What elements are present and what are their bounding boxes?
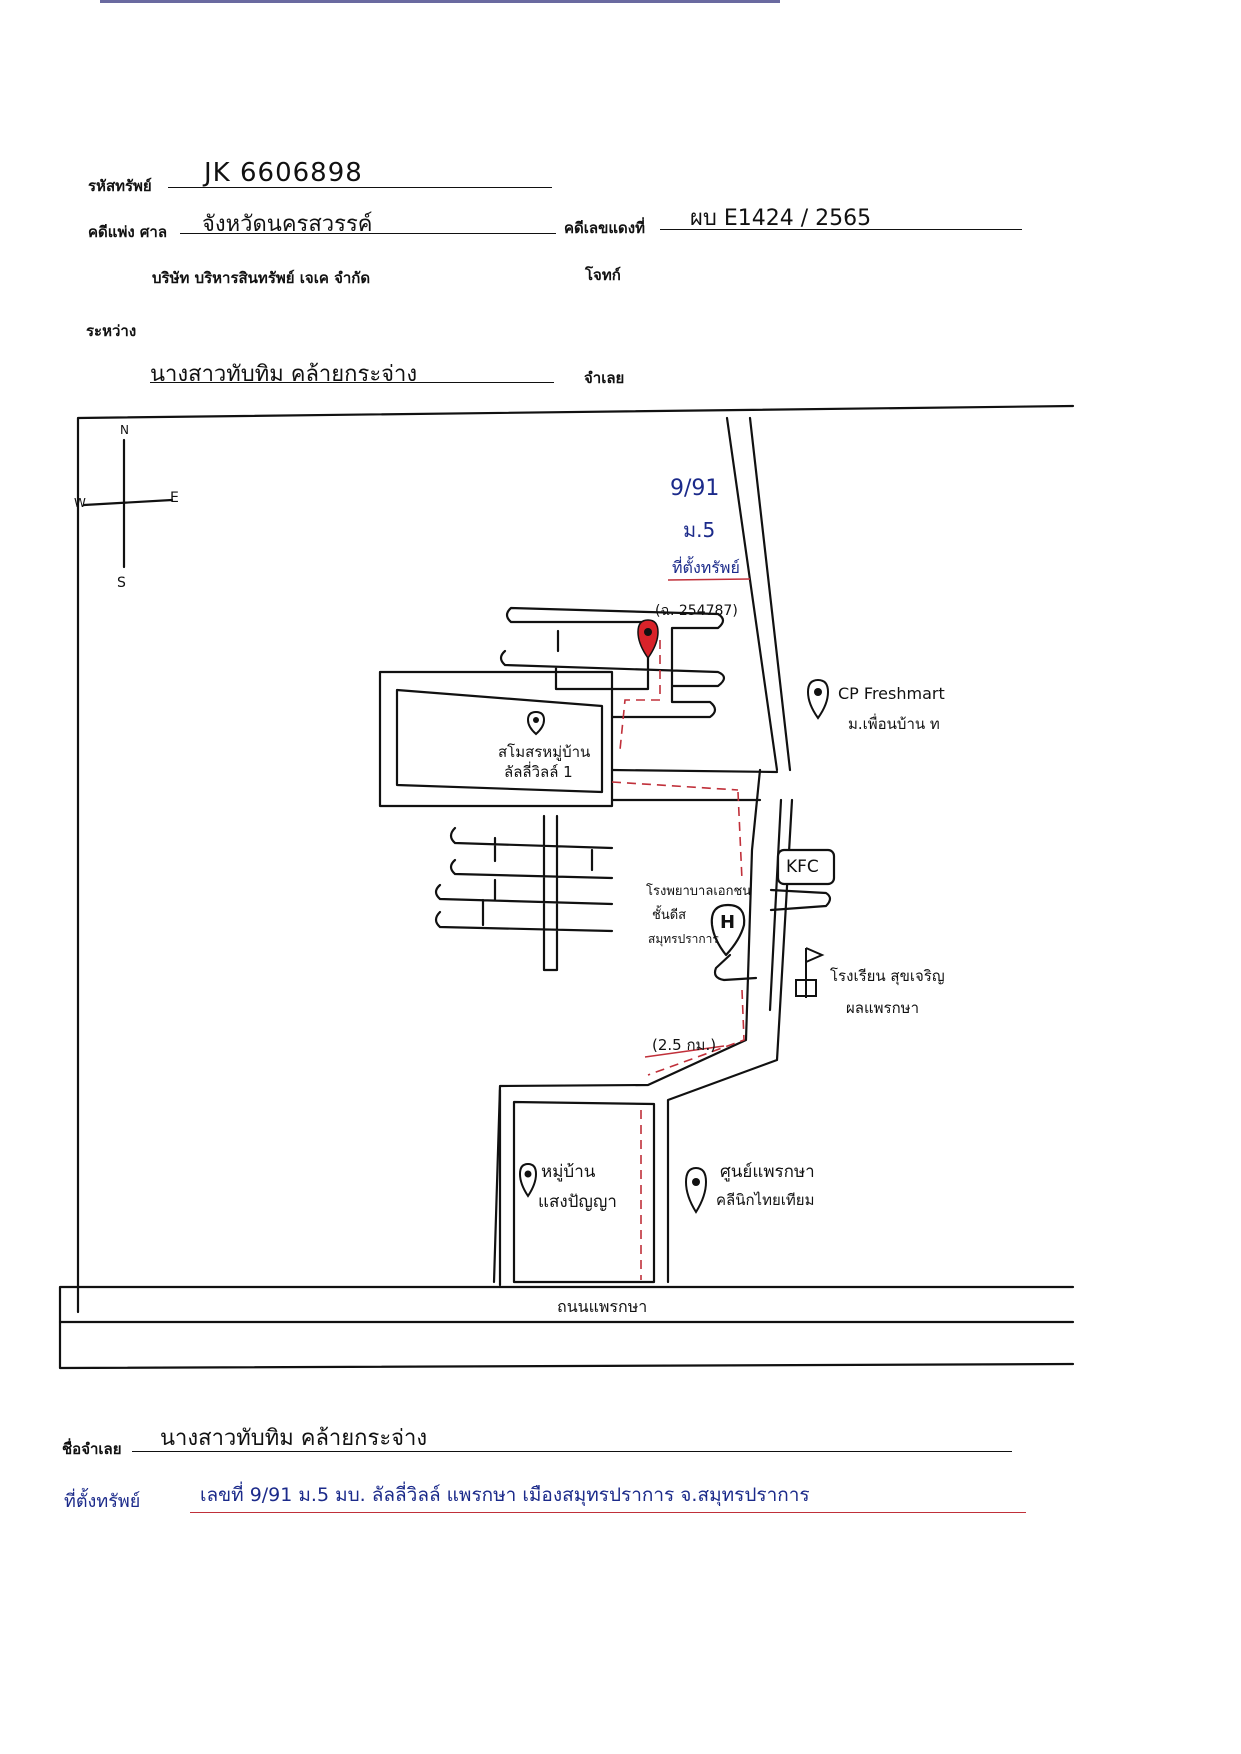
hospital-line2: ชั้นดีส (652, 908, 687, 923)
hospital-side-road (713, 953, 758, 982)
school-line1: โรงเรียน สุขเจริญ (830, 967, 945, 985)
cp-pin (806, 678, 830, 720)
route-upper (611, 640, 743, 881)
hospital-icon: H (720, 912, 736, 933)
deed-ref: (ฉ. 254787) (655, 603, 738, 619)
asset-code-value: JK 6606898 (204, 158, 363, 188)
hospital-line3: สมุทรปราการ (648, 932, 719, 946)
court-underline (180, 233, 556, 234)
village-park-line2: ลัลลี่วิลล์ 1 (504, 763, 573, 781)
asset-location-underline (190, 1512, 1026, 1513)
red-case-label: คดีเลขแดงที่ (564, 219, 645, 237)
park-pin-dot (533, 717, 539, 723)
asset-code-label: รหัสทรัพย์ (88, 177, 152, 195)
cp-freshmart-sub: ม.เพื่อนบ้าน ท (848, 715, 940, 733)
kfc-box (776, 848, 836, 886)
cp-freshmart-name: CP Freshmart (838, 684, 945, 703)
red-case-value: ผบ E1424 / 2565 (690, 206, 872, 231)
village2-pin-dot (524, 1170, 532, 1178)
village2-pin (518, 1162, 538, 1198)
hospital-pin-shape (710, 903, 746, 957)
asset-code-underline (168, 187, 552, 188)
upper-village-lanes (499, 606, 726, 719)
plaintiff-company: บริษัท บริหารสินทรัพย์ เจเค จำกัด (152, 269, 371, 287)
property-pin (637, 619, 659, 660)
between-label: ระหว่าง (86, 322, 137, 340)
distance-underline (644, 1045, 725, 1058)
civil-case-label: คดีแพ่ง ศาล (88, 223, 168, 241)
defendant-name-value: นางสาวทับทิม คล้ายกระจ่าง (160, 1426, 428, 1451)
compass-ew (82, 498, 174, 507)
compass-north: N (120, 423, 129, 437)
compass-west: W (74, 496, 86, 510)
defendant-label: จำเลย (584, 369, 625, 387)
cp-pin-dot (814, 688, 822, 696)
lower-village-lanes (434, 814, 614, 972)
kfc-side-road (769, 888, 832, 912)
bottom-village-outer (498, 1088, 656, 1287)
asset-location-label: ที่ตั้งทรัพย์ (64, 1491, 141, 1512)
plaintiff-label: โจทก์ (585, 266, 621, 284)
route-lower (640, 989, 745, 1280)
defendant-underline (150, 382, 554, 383)
property-note-2: ม.5 (683, 518, 716, 542)
asset-location-value: เลขที่ 9/91 ม.5 มบ. ลัลลี่วิลล์ แพรกษา เ… (200, 1484, 810, 1506)
village-park-outer (378, 670, 614, 808)
center-line2: คลีนิกไทยเทียม (716, 1191, 815, 1209)
main-road-right (666, 416, 794, 1284)
village-park-line1: สโมสรหมู่บ้าน (498, 743, 591, 761)
kfc-label: KFC (786, 857, 819, 877)
school-icon (795, 947, 825, 998)
center-pin-dot (692, 1178, 700, 1186)
scan-edge-bar (100, 0, 780, 3)
defendant-name-underline (132, 1451, 1012, 1452)
court-value: จังหวัดนครสวรรค์ (202, 212, 373, 237)
village2-line1: หมู่บ้าน (541, 1162, 596, 1182)
village2-line2: แสงปัญญา (538, 1192, 617, 1212)
property-pin-dot (644, 628, 652, 636)
village-entrance-road (610, 768, 779, 802)
property-note-3: ที่ตั้งทรัพย์ (672, 558, 740, 577)
property-note-underline (667, 578, 751, 581)
red-case-underline (660, 229, 1022, 230)
school-line2: ผลแพรกษา (846, 999, 919, 1017)
compass-south: S (117, 575, 126, 591)
map-frame (58, 404, 1075, 1370)
park-pin (526, 710, 546, 736)
defendant-name-label: ชื่อจำเลย (62, 1440, 122, 1458)
center-line1: ศูนย์แพรกษา (720, 1162, 815, 1182)
center-pin (684, 1166, 708, 1214)
hospital-line1: โรงพยาบาลเอกชน (646, 884, 752, 899)
compass-east: E (170, 490, 179, 506)
property-note-1: 9/91 (670, 476, 720, 501)
main-road-label: ถนนแพรกษา (557, 1297, 648, 1316)
distance-label: (2.5 กม.) (652, 1036, 717, 1054)
village-park-inner (395, 688, 604, 794)
